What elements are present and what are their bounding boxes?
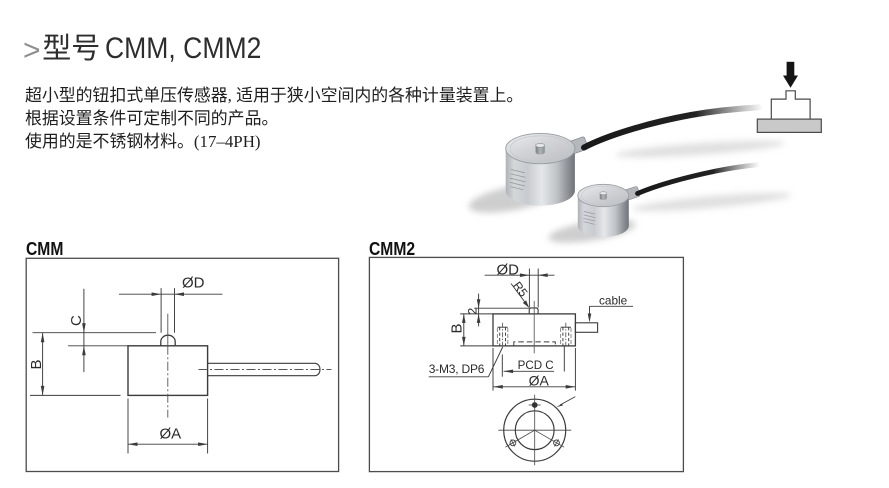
svg-text:PCD C: PCD C	[518, 359, 554, 372]
svg-text:ØD: ØD	[497, 262, 520, 279]
svg-text:B: B	[449, 323, 466, 333]
svg-text:R5: R5	[510, 279, 531, 300]
svg-text:2: 2	[466, 308, 480, 315]
svg-text:C: C	[68, 315, 85, 326]
svg-text:ØA: ØA	[160, 426, 182, 443]
svg-text:3-M3, DP6: 3-M3, DP6	[429, 362, 485, 376]
svg-text:ØD: ØD	[182, 275, 205, 292]
svg-text:cable: cable	[599, 294, 628, 308]
svg-text:ØA: ØA	[529, 373, 550, 389]
svg-text:B: B	[28, 359, 45, 369]
